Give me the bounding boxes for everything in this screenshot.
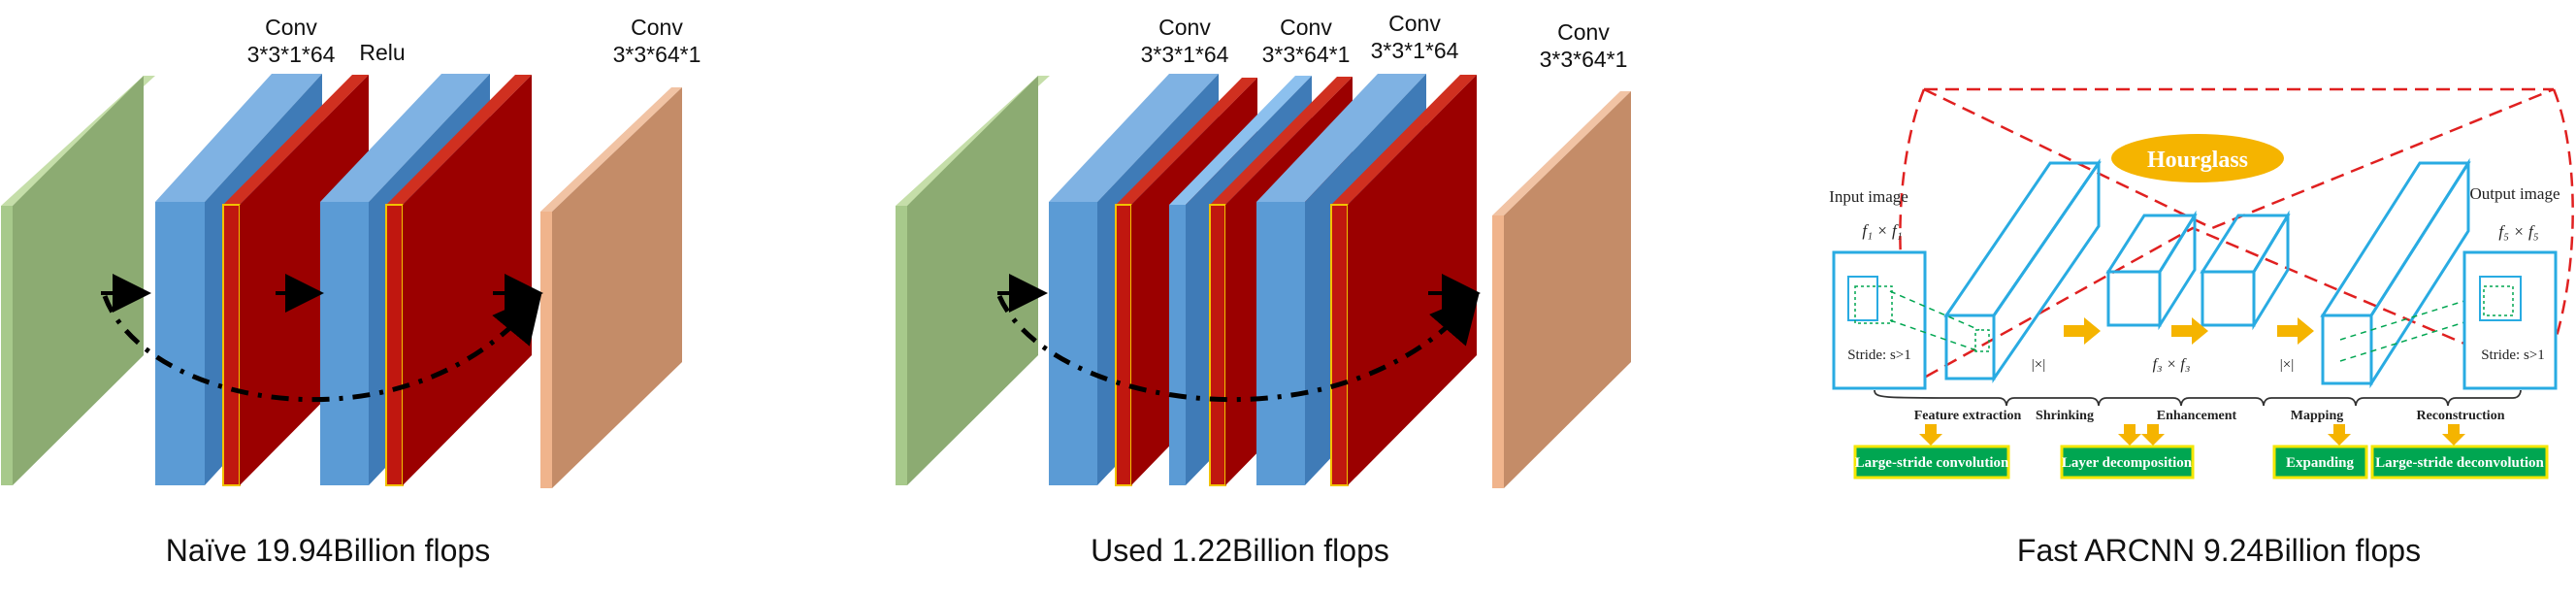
panel-naive: Conv 3*3*1*64 Relu Conv 3*3*64*1 Naïve 1…	[1, 15, 701, 568]
conv-label: Conv	[631, 15, 683, 40]
conv-dims-label: 3*3*1*64	[247, 42, 336, 67]
gold-arrows	[2064, 317, 2314, 345]
skip-connection	[102, 293, 542, 403]
conv-label: Conv	[1557, 19, 1610, 45]
stage-label-shrinking: Shrinking	[2036, 409, 2094, 423]
shrink-size-label: |×|	[2032, 357, 2045, 373]
input-size-label: f₁ × f₁	[1862, 221, 1902, 240]
panel-caption: Naïve 19.94Billion flops	[166, 533, 490, 568]
output-stride: Stride: s>1	[2481, 347, 2545, 363]
improvement-label: Layer decomposition	[2062, 455, 2193, 471]
panel-caption: Used 1.22Billion flops	[1091, 533, 1389, 568]
output-layer	[1492, 91, 1631, 488]
stage-label-enhancement: Enhancement	[2157, 409, 2237, 423]
output-size-label: f₅ × f₅	[2498, 222, 2538, 241]
improvement-box-4: Large-stride deconvolution	[2370, 445, 2549, 479]
input-image: Stride: s>1	[1832, 250, 1927, 390]
gold-arrow	[2442, 424, 2465, 446]
input-stride: Stride: s>1	[1847, 347, 1911, 363]
enhancement-block	[2200, 210, 2291, 331]
gold-arrow	[2328, 424, 2351, 446]
conv-dims-label: 3*3*1*64	[1371, 38, 1459, 63]
gold-arrow	[2277, 317, 2314, 345]
projection-lines	[1889, 290, 1980, 352]
improvement-label: Large-stride deconvolution	[2375, 455, 2544, 471]
improvement-label: Large-stride convolution	[1855, 455, 2009, 471]
stage-label-reconstruction: Reconstruction	[2417, 409, 2505, 423]
hourglass-outline	[1899, 87, 2574, 379]
feature-extraction-block	[1943, 158, 2102, 383]
conv-dims-label: 3*3*64*1	[1540, 47, 1628, 72]
gold-arrow	[2171, 317, 2208, 345]
gold-arrow	[1919, 424, 1942, 446]
conv-label: Conv	[1280, 15, 1332, 40]
input-layer	[1, 76, 155, 485]
stage-label-mapping: Mapping	[2291, 409, 2343, 423]
stage-label-feature-extraction: Feature extraction	[1914, 409, 2022, 423]
mapping-block	[2320, 157, 2471, 389]
panel-caption: Fast ARCNN 9.24Billion flops	[2017, 533, 2421, 568]
shrinking-block	[2105, 210, 2198, 331]
conv-dims-label: 3*3*64*1	[1262, 42, 1351, 67]
output-image-label: Output image	[2469, 184, 2560, 203]
improvement-label: Expanding	[2286, 455, 2355, 471]
conv-dims-label: 3*3*64*1	[613, 42, 701, 67]
output-layer	[540, 87, 682, 488]
input-image-label: Input image	[1829, 187, 1908, 206]
stage-bracket	[1874, 389, 2522, 407]
improvement-box-1: Large-stride convolution	[1853, 445, 2010, 479]
improvement-box-3: Expanding	[2272, 445, 2368, 479]
relu-layer-2	[385, 75, 532, 486]
panel-used: Conv 3*3*1*64 Conv 3*3*64*1 Conv 3*3*1*6…	[896, 11, 1631, 568]
gold-down-arrows	[1919, 424, 2465, 446]
improvement-box-2: Layer decomposition	[2060, 445, 2195, 479]
gold-arrow	[2118, 424, 2141, 446]
hourglass-badge: Hourglass	[2111, 134, 2284, 182]
enhance-size-label: f₃ × f₃	[2153, 356, 2191, 373]
panel-fast-arcnn: Hourglass Stride: s>1 Input image f₁ × f…	[1829, 87, 2574, 568]
conv-label: Conv	[265, 15, 317, 40]
conv-label: Conv	[1388, 11, 1441, 36]
receptive-field	[1974, 329, 1990, 352]
conv-label: Conv	[1158, 15, 1211, 40]
conv-dims-label: 3*3*1*64	[1141, 42, 1229, 67]
relu-label: Relu	[359, 40, 405, 65]
input-layer	[896, 76, 1050, 485]
map-size-label: |×|	[2280, 357, 2294, 373]
skip-connection	[996, 293, 1480, 403]
projection-lines	[2339, 300, 2465, 362]
output-image: Stride: s>1	[2462, 250, 2558, 390]
gold-arrow	[2064, 317, 2101, 345]
gold-arrow	[2141, 424, 2165, 446]
hourglass-title: Hourglass	[2147, 148, 2248, 173]
relu-layer-3	[1330, 75, 1477, 486]
